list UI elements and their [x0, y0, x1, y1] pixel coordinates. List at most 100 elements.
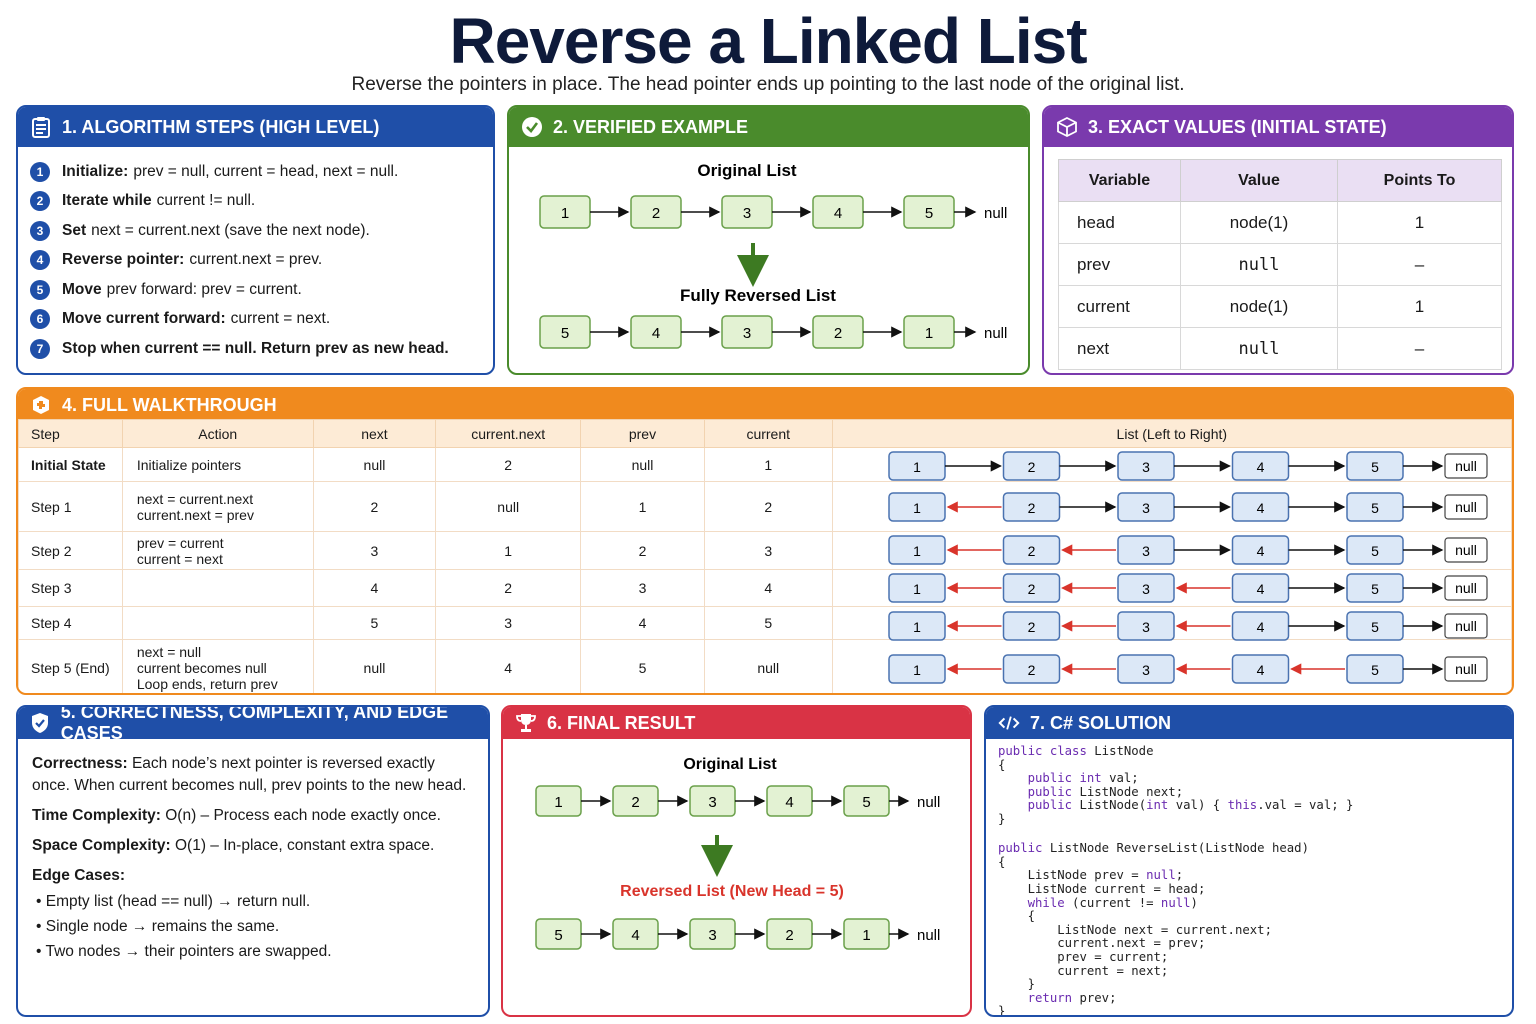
- values-cell: prev: [1058, 243, 1181, 286]
- walkthrough-next-cell: 5: [312, 606, 437, 640]
- list-node: 5: [1346, 492, 1404, 522]
- step-text: prev = null, current = head, next = null…: [133, 162, 399, 180]
- list-node: 5: [1346, 535, 1404, 565]
- values-cell: null: [1180, 327, 1338, 370]
- csharp-solution-header: 7. C# SOLUTION: [986, 707, 1512, 739]
- node-value: 3: [743, 325, 751, 342]
- list-node: 5: [535, 918, 582, 950]
- code-icon: [998, 712, 1020, 734]
- node-value: 2: [1028, 662, 1036, 678]
- list-node: 1: [539, 195, 591, 229]
- node-value: 3: [708, 927, 716, 944]
- edge-cases-label: Edge Cases:: [32, 867, 126, 884]
- list-node: 4: [1231, 573, 1290, 603]
- list-node: 3: [1117, 451, 1175, 481]
- correctness-panel: 5. CORRECTNESS, COMPLEXITY, AND EDGE CAS…: [16, 705, 490, 1017]
- code-line: ListNode current = head;: [1027, 881, 1206, 896]
- list-node: 4: [1231, 492, 1290, 522]
- list-node: 4: [1231, 535, 1290, 565]
- verified-example-panel: 2. VERIFIED EXAMPLE Original List Fully …: [507, 105, 1030, 375]
- list-node: 5: [1346, 611, 1404, 641]
- step-keyword: Reverse pointer:: [62, 251, 185, 269]
- list-node: 1: [888, 611, 946, 641]
- edge-case-item: • Single node → remains the same.: [36, 918, 280, 935]
- node-value: 4: [631, 927, 639, 944]
- node-value: 3: [1142, 459, 1150, 475]
- list-node: 5: [903, 195, 955, 229]
- page-title: Reverse a Linked List: [449, 5, 1087, 77]
- final-original-label: Original List: [683, 756, 777, 773]
- walkthrough-current-next-cell: 1: [435, 531, 582, 570]
- node-value: 1: [862, 927, 870, 944]
- node-value: 1: [913, 500, 921, 516]
- wt-col-action: Action: [121, 419, 314, 448]
- list-node: 3: [1117, 535, 1175, 565]
- values-cell: –: [1337, 327, 1502, 370]
- wt-col-list: List (Left to Right): [831, 419, 1512, 448]
- walkthrough-current-cell: null: [703, 639, 833, 693]
- list-node: 2: [766, 918, 813, 950]
- values-cell: node(1): [1180, 201, 1338, 244]
- full-walkthrough-title: 4. FULL WALKTHROUGH: [62, 394, 277, 415]
- node-value: 1: [561, 205, 569, 222]
- list-node: 5: [539, 315, 591, 349]
- list-node: 4: [1231, 611, 1290, 641]
- step-number-badge: 5: [30, 279, 50, 300]
- list-node: 2: [1002, 451, 1061, 481]
- walkthrough-action-cell: Initialize pointers: [121, 447, 314, 482]
- node-value: 4: [1257, 662, 1265, 678]
- list-node: 2: [612, 785, 659, 817]
- walkthrough-current-cell: 4: [703, 569, 833, 607]
- list-node: 1: [888, 573, 946, 603]
- list-node: 5: [1346, 654, 1404, 684]
- node-value: 3: [1142, 543, 1150, 559]
- values-col-variable: Variable: [1058, 159, 1181, 202]
- node-value: 5: [1371, 619, 1379, 635]
- node-value: 2: [1028, 619, 1036, 635]
- action-line: next = current.next: [136, 490, 254, 507]
- walkthrough-step-cell: Step 4: [18, 606, 123, 640]
- null-label: null: [984, 325, 1007, 342]
- list-node: 2: [1002, 611, 1061, 641]
- code-block: public class ListNode{ public int val; p…: [998, 744, 1353, 1015]
- node-value: 4: [834, 205, 842, 222]
- step-keyword: Set: [62, 221, 87, 239]
- walkthrough-next-cell: null: [312, 639, 437, 693]
- list-node: 1: [888, 654, 946, 684]
- code-line: return prev;: [1027, 990, 1117, 1005]
- correctness-header: 5. CORRECTNESS, COMPLEXITY, AND EDGE CAS…: [18, 707, 488, 743]
- walkthrough-next-cell: 2: [312, 481, 437, 532]
- null-label: null: [1455, 618, 1477, 634]
- final-result-panel: 6. FINAL RESULT Original List Reversed L…: [501, 705, 972, 1017]
- list-node: 4: [812, 195, 864, 229]
- list-node: 3: [721, 315, 773, 349]
- full-walkthrough-panel: 4. FULL WALKTHROUGH Step Action next cur…: [16, 387, 1514, 695]
- list-node: 2: [812, 315, 864, 349]
- code-line: ListNode prev = null;: [1027, 868, 1184, 883]
- node-value: 4: [1257, 581, 1265, 597]
- node-value: 2: [631, 794, 639, 811]
- list-node: 3: [1117, 611, 1175, 641]
- wt-col-current-next: current.next: [435, 419, 582, 448]
- step-text: prev forward: prev = current.: [106, 280, 302, 298]
- step-number-badge: 6: [30, 309, 50, 330]
- step-number-badge: 7: [30, 338, 50, 359]
- node-value: 5: [1371, 459, 1379, 475]
- values-cell: 1: [1337, 201, 1502, 244]
- list-node: 2: [630, 195, 682, 229]
- node-value: 2: [1028, 581, 1036, 597]
- null-box: [1444, 575, 1488, 601]
- list-node: 5: [1346, 451, 1404, 481]
- step-text: current = next.: [230, 310, 331, 328]
- list-node: 3: [1117, 492, 1175, 522]
